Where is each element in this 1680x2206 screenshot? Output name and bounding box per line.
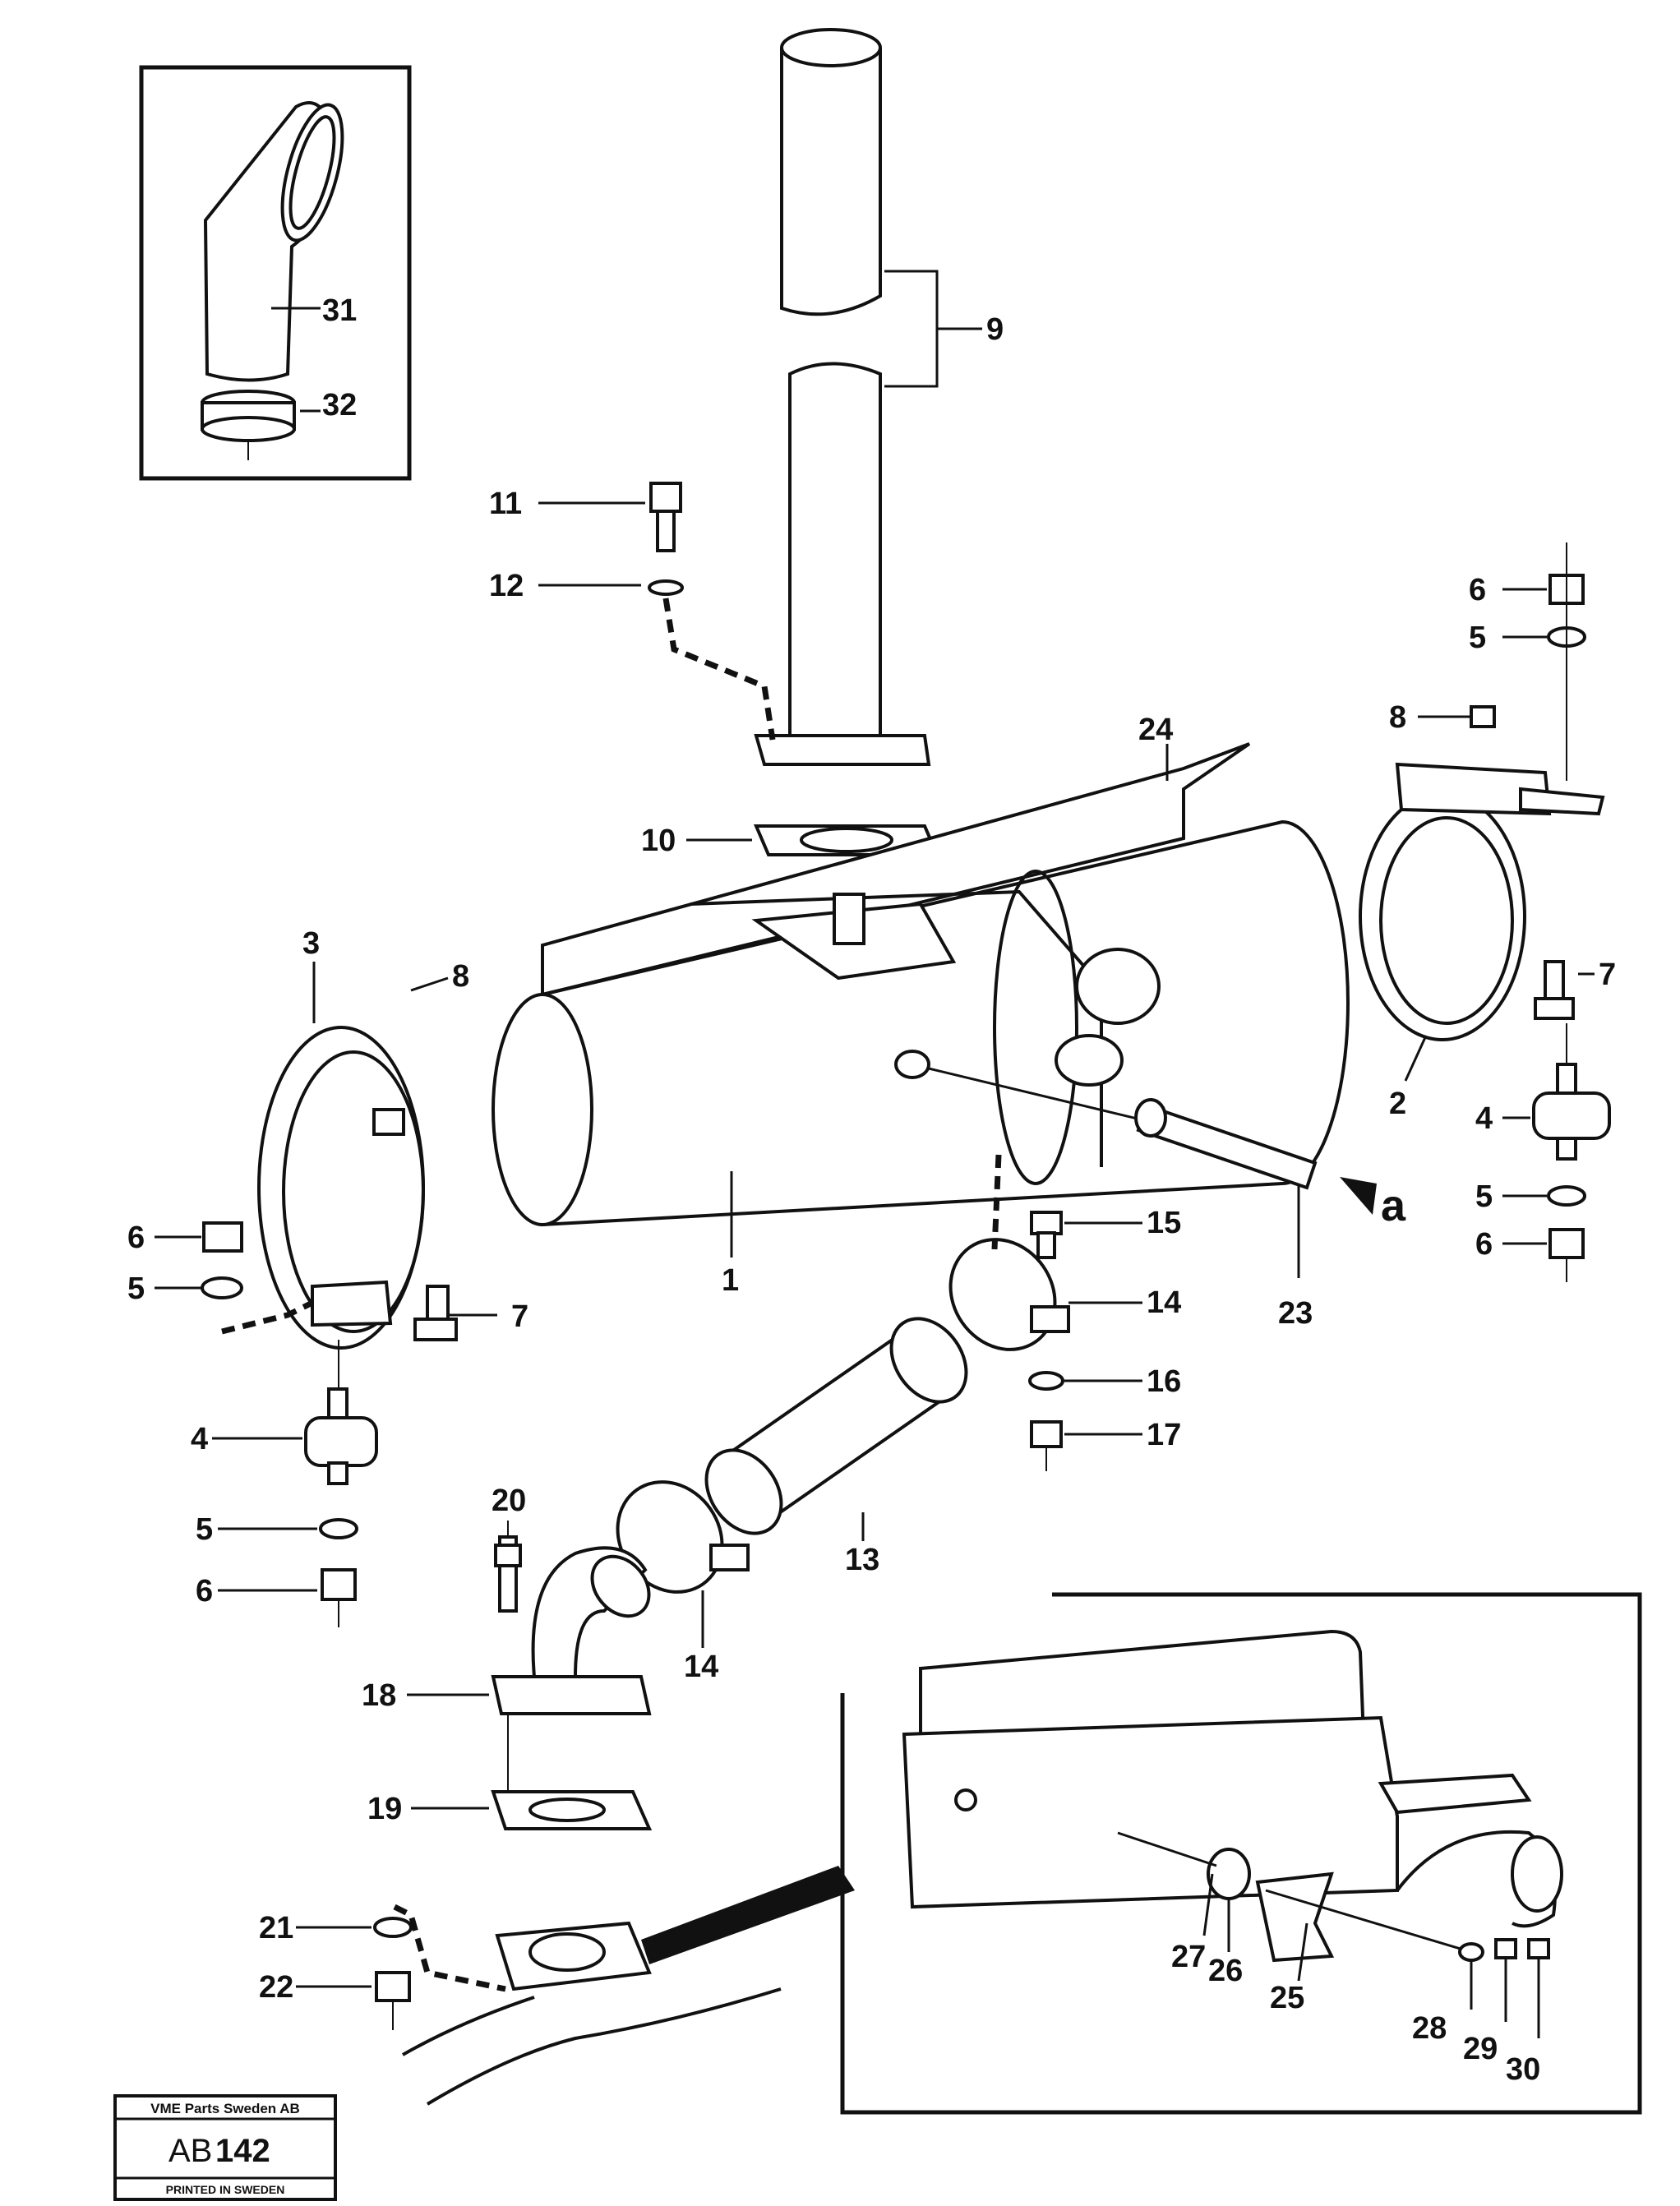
tailpipe	[754, 28, 982, 766]
elbow	[407, 1521, 652, 1816]
callout-8-left: 8	[452, 959, 469, 994]
callout-30: 30	[1506, 2052, 1540, 2087]
callout-14-right: 14	[1147, 1285, 1181, 1320]
callout-20: 20	[492, 1484, 526, 1518]
stack-bolt	[538, 482, 776, 741]
left-upper-fasteners	[155, 1221, 243, 1299]
right-upper-fasteners	[1502, 542, 1586, 781]
callout-10: 10	[641, 824, 676, 858]
left-bracket	[221, 962, 497, 1350]
right-mount	[1502, 1023, 1611, 1282]
callout-27: 27	[1171, 1940, 1206, 1974]
manifold-flange	[296, 1866, 855, 2106]
elbow-gasket	[411, 1790, 653, 1830]
left-mount	[212, 1340, 378, 1627]
stamp-code-prefix: AB	[168, 2133, 212, 2169]
callout-12: 12	[489, 569, 524, 603]
right-bracket	[1359, 705, 1605, 1082]
callout-6-right: 6	[1475, 1227, 1493, 1262]
callout-26: 26	[1208, 1954, 1243, 1988]
callout-9: 9	[986, 312, 1004, 347]
callout-21: 21	[259, 1911, 293, 1945]
callout-6-left: 6	[196, 1574, 213, 1608]
callout-6-right-upper: 6	[1469, 573, 1486, 607]
clamp-fasteners	[1028, 1211, 1142, 1471]
callout-15: 15	[1147, 1206, 1181, 1240]
callout-23: 23	[1278, 1296, 1313, 1331]
callout-17: 17	[1147, 1418, 1181, 1452]
callout-labels: 31 32 9 11 12 10 24 3 8 6 5 7 1 4 5 6 20…	[127, 293, 1616, 2087]
callout-5-left-upper: 5	[127, 1271, 145, 1306]
callout-4-left: 4	[191, 1422, 208, 1456]
catalogue-stamp: VME Parts Sweden AB AB 142 PRINTED IN SW…	[113, 2094, 337, 2201]
stamp-code-number: 142	[215, 2133, 270, 2169]
callout-32: 32	[322, 388, 357, 422]
drain-pipe	[928, 1067, 1377, 1278]
flex-hose	[616, 1154, 1142, 1648]
callout-7-left: 7	[511, 1299, 528, 1334]
stamp-company: VME Parts Sweden AB	[150, 2101, 300, 2116]
callout-18: 18	[362, 1678, 396, 1713]
callout-11: 11	[489, 487, 522, 521]
callout-16: 16	[1147, 1364, 1181, 1399]
callout-6-left-upper: 6	[127, 1221, 145, 1255]
callout-5-right: 5	[1475, 1179, 1493, 1214]
callout-13: 13	[845, 1543, 879, 1577]
callout-24: 24	[1138, 713, 1173, 747]
callout-14-left: 14	[684, 1650, 718, 1684]
callout-25: 25	[1270, 1981, 1304, 2015]
callout-8-right: 8	[1389, 700, 1406, 735]
callout-3: 3	[302, 926, 320, 961]
callout-28: 28	[1412, 2011, 1447, 2046]
callout-22: 22	[259, 1970, 293, 2005]
callout-2: 2	[1389, 1087, 1406, 1121]
callout-31: 31	[322, 293, 357, 328]
inset-engine	[840, 1592, 1642, 2115]
inset-exhaust-stack	[139, 65, 412, 481]
callout-29: 29	[1463, 2032, 1498, 2066]
callout-7-right: 7	[1599, 958, 1616, 992]
callout-5-left: 5	[196, 1512, 213, 1547]
arrow-a: a	[1381, 1181, 1406, 1230]
callout-19: 19	[367, 1792, 402, 1826]
stamp-footer: PRINTED IN SWEDEN	[166, 2183, 285, 2196]
callout-4-right: 4	[1475, 1101, 1493, 1136]
callout-5-right-upper: 5	[1469, 621, 1486, 655]
callout-1: 1	[722, 1263, 739, 1298]
